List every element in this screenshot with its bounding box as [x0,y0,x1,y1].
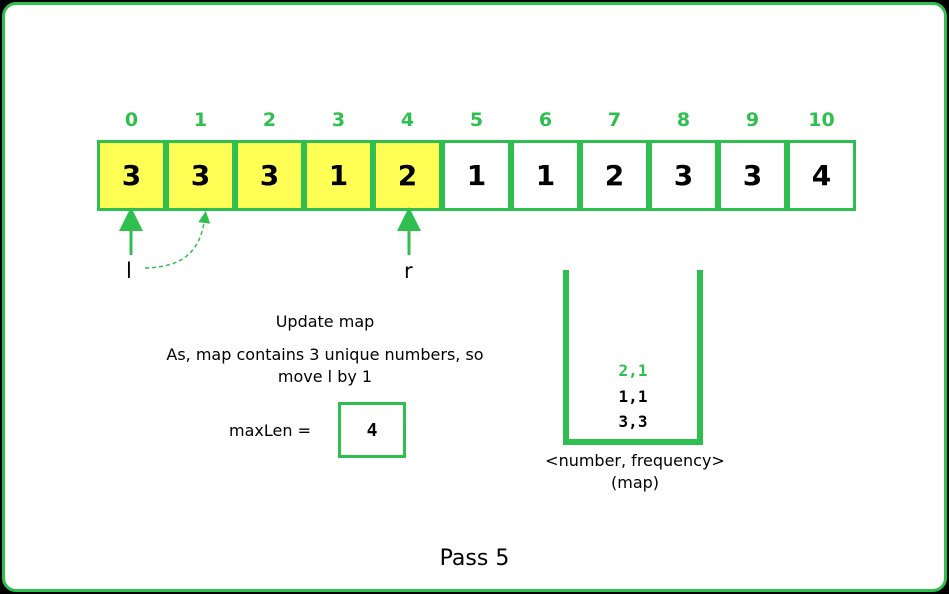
map-entry: 1,1 [618,387,648,406]
map-caption-sub: (map) [610,473,660,492]
index-label: 10 [808,109,835,131]
index-label: 7 [607,109,622,131]
maxlen-value: 4 [366,419,378,441]
index-label: 5 [469,109,484,131]
array-cell: 2 [580,140,649,211]
array-cell: 3 [718,140,787,211]
move-left-pointer-arrow [144,211,211,269]
index-label: 8 [676,109,691,131]
array-cell: 4 [787,140,856,211]
array-cell: 3 [166,140,235,211]
explanation-line-2: As, map contains 3 unique numbers, so [166,345,484,364]
pointer-arrows [119,207,421,269]
pass-title: Pass 5 [439,546,510,571]
array-cell: 3 [649,140,718,211]
array-cell: 2 [373,140,442,211]
index-label: 9 [745,109,760,131]
maxlen-label: maxLen = [229,421,311,440]
array-cell: 3 [97,140,166,211]
index-label: 0 [124,109,139,131]
left-pointer-label: l [126,259,132,283]
index-label: 6 [538,109,553,131]
explanation-line-1: Update map [275,312,375,331]
map-entry: 2,1 [618,361,648,380]
array-cell: 1 [304,140,373,211]
right-pointer-label: r [404,259,413,283]
index-label: 3 [331,109,346,131]
maxlen-value-box: 4 [338,402,406,458]
map-caption: <number, frequency> [545,451,725,470]
array-cell: 1 [442,140,511,211]
index-label: 2 [262,109,277,131]
array-cell: 1 [511,140,580,211]
explanation-line-3: move l by 1 [277,367,373,386]
map-container [563,270,703,445]
array-cell: 3 [235,140,304,211]
index-label: 4 [400,109,415,131]
index-label: 1 [193,109,208,131]
map-entry: 3,3 [618,412,648,431]
